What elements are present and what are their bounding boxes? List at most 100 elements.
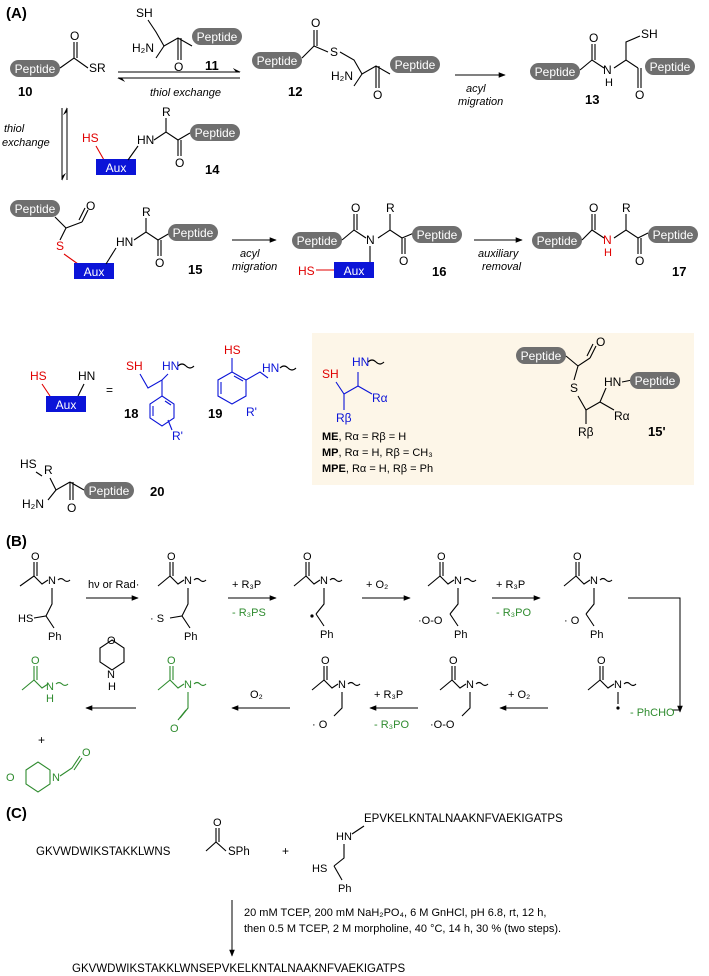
- peptide-pill: [532, 232, 582, 249]
- arrow-label-auxiliary: auxiliary: [478, 248, 520, 260]
- arrow-reduction-1: + R₃P - R₃PO: [492, 579, 541, 619]
- ligated-peptide-product: GKVWDWIKSTAKKLWNSEPVKELKNTALNAAKNFVAEKIG…: [72, 963, 405, 975]
- compound-number-11: 11: [205, 58, 219, 73]
- compound-number-10: 10: [18, 84, 32, 99]
- peptide-pill-label: Peptide: [297, 234, 338, 248]
- side-chain-r: R: [142, 205, 151, 219]
- carbonyl-oxygen: O: [167, 655, 176, 667]
- peptide-pill-label: Peptide: [635, 374, 676, 388]
- plus-sign: +: [38, 733, 45, 747]
- peptide-pill-label: Peptide: [417, 228, 458, 242]
- carbonyl-oxygen: O: [174, 60, 183, 74]
- amide-n: N: [338, 679, 346, 691]
- thiol-hs: HS: [224, 343, 241, 357]
- arrow-oxidation: O₂: [231, 689, 290, 711]
- aux-label: Aux: [106, 161, 127, 175]
- arrow-auxiliary-removal: auxiliary removal: [474, 237, 523, 273]
- peptide-pill: [84, 482, 134, 499]
- peptide-pill-label: Peptide: [89, 484, 130, 498]
- phenyl-ph: Ph: [48, 631, 61, 643]
- amine-hn: HN: [352, 355, 369, 369]
- peptide-pill-label: Peptide: [653, 228, 694, 242]
- morpholine-reagent: O N H: [99, 635, 125, 693]
- compound-20: HS R H₂N O Peptide 20: [20, 457, 164, 515]
- peptide-pill: [412, 226, 462, 243]
- arrow-label-acyl: acyl: [240, 248, 260, 260]
- carbonyl-oxygen: O: [155, 256, 164, 270]
- auxiliary-peptide-reactant: HN EPVKELKNTALNAAKNFVAEKIGATPS HS Ph: [312, 813, 563, 895]
- section-c-label: (C): [6, 805, 27, 822]
- mechanism-carbon-radical: O N Ph: [293, 551, 343, 641]
- peptide-pill-label: Peptide: [395, 58, 436, 72]
- auxiliary-mp-definition: MP, Rα = H, Rβ = CH₃: [322, 447, 433, 459]
- n-formylmorpholine-byproduct: O N O: [6, 747, 91, 793]
- morpholine-nitrogen: N: [107, 669, 115, 681]
- morpholine-oxygen: O: [6, 772, 15, 784]
- amine-h2n: H₂N: [132, 41, 154, 55]
- formyl-oxygen: O: [170, 723, 179, 735]
- peptide-pill-label: Peptide: [650, 60, 691, 74]
- peptide-pill: [530, 63, 580, 80]
- compound-15: Peptide O S Aux HN R O Peptide 15: [10, 199, 218, 279]
- compound-15-prime: Peptide O S Rβ HN Rα Peptide 15': [516, 335, 680, 439]
- carbonyl-oxygen: O: [70, 29, 79, 43]
- mechanism-peroxyl-radical: O N ·O-O Ph: [418, 551, 477, 641]
- substituent-r-prime: R': [172, 429, 183, 443]
- compound-number-13: 13: [585, 92, 599, 107]
- peptide-pill-label: Peptide: [521, 349, 562, 363]
- aux-label: Aux: [84, 265, 105, 279]
- arrow-label-migration: migration: [232, 261, 277, 273]
- amide-n: N: [320, 575, 328, 587]
- arrow-label-thiol: thiol: [4, 123, 25, 135]
- morpholine-h: H: [108, 681, 116, 693]
- r-alpha: Rα: [372, 391, 388, 405]
- compound-number-14: 14: [205, 162, 220, 177]
- aux-box: [334, 262, 374, 278]
- side-chain-r: R: [162, 105, 171, 119]
- r-beta: Rβ: [578, 425, 594, 439]
- compound-14: HS Aux HN R O Peptide 14: [82, 105, 240, 177]
- carbonyl-oxygen: O: [67, 501, 76, 515]
- compound-16: Peptide O N R O Peptide Aux HS 16: [292, 201, 462, 279]
- arrow-fragmentation: - PhCHO: [628, 597, 683, 719]
- carbonyl-oxygen: O: [321, 655, 330, 667]
- amine-hn: HN: [116, 235, 133, 249]
- compound-number-12: 12: [288, 84, 302, 99]
- side-chain-r: R: [622, 201, 631, 215]
- thiol-sh: SH: [126, 359, 143, 373]
- arrow-label-thiol-exchange: thiol exchange: [150, 87, 221, 99]
- peptide-pill: [252, 52, 302, 69]
- thiol-hs: HS: [312, 863, 327, 875]
- carbonyl-oxygen: O: [589, 31, 598, 45]
- carbonyl-oxygen: O: [449, 655, 458, 667]
- peptide-pill-label: Peptide: [173, 226, 214, 240]
- compound-11: SH H₂N O Peptide 11: [132, 6, 242, 74]
- arrow-label-r3p: + R₃P: [496, 579, 525, 591]
- phenyl-ph: Ph: [338, 883, 351, 895]
- amide-n: N: [184, 575, 192, 587]
- amine-h2n: H₂N: [331, 69, 353, 83]
- peroxyl-o-o: ·O-O: [418, 615, 443, 627]
- arrow-label-exchange: exchange: [2, 137, 50, 149]
- arrow-label-hv-rad: hν or Rad·: [88, 579, 139, 591]
- section-a-label: (A): [6, 5, 27, 22]
- peptide-sequence-2: EPVKELKNTALNAAKNFVAEKIGATPS: [364, 813, 563, 825]
- peptide-pill: [645, 58, 695, 75]
- compound-number-15-prime: 15': [648, 424, 666, 439]
- arrow-label-acyl: acyl: [466, 83, 486, 95]
- carbonyl-oxygen: O: [213, 817, 222, 829]
- amide-n: N: [614, 679, 622, 691]
- carbonyl-oxygen: O: [311, 16, 320, 30]
- reaction-conditions-line-1: 20 mM TCEP, 200 mM NaH₂PO₄, 6 M GnHCl, p…: [244, 907, 546, 919]
- arrow-acyl-migration-2: acyl migration: [232, 237, 277, 273]
- carbonyl-oxygen: O: [635, 88, 644, 102]
- carbonyl-oxygen: O: [86, 199, 95, 213]
- peroxyl-o-o: ·O-O: [430, 719, 455, 731]
- peptide-pill: [192, 28, 242, 45]
- compound-10: Peptide O SR 10: [10, 29, 106, 99]
- peptide-pill: [190, 124, 240, 141]
- compound-12: Peptide O S H₂N O Peptide 12: [252, 16, 440, 102]
- formyl-oxygen: O: [82, 747, 91, 759]
- amide-n: N: [603, 63, 612, 77]
